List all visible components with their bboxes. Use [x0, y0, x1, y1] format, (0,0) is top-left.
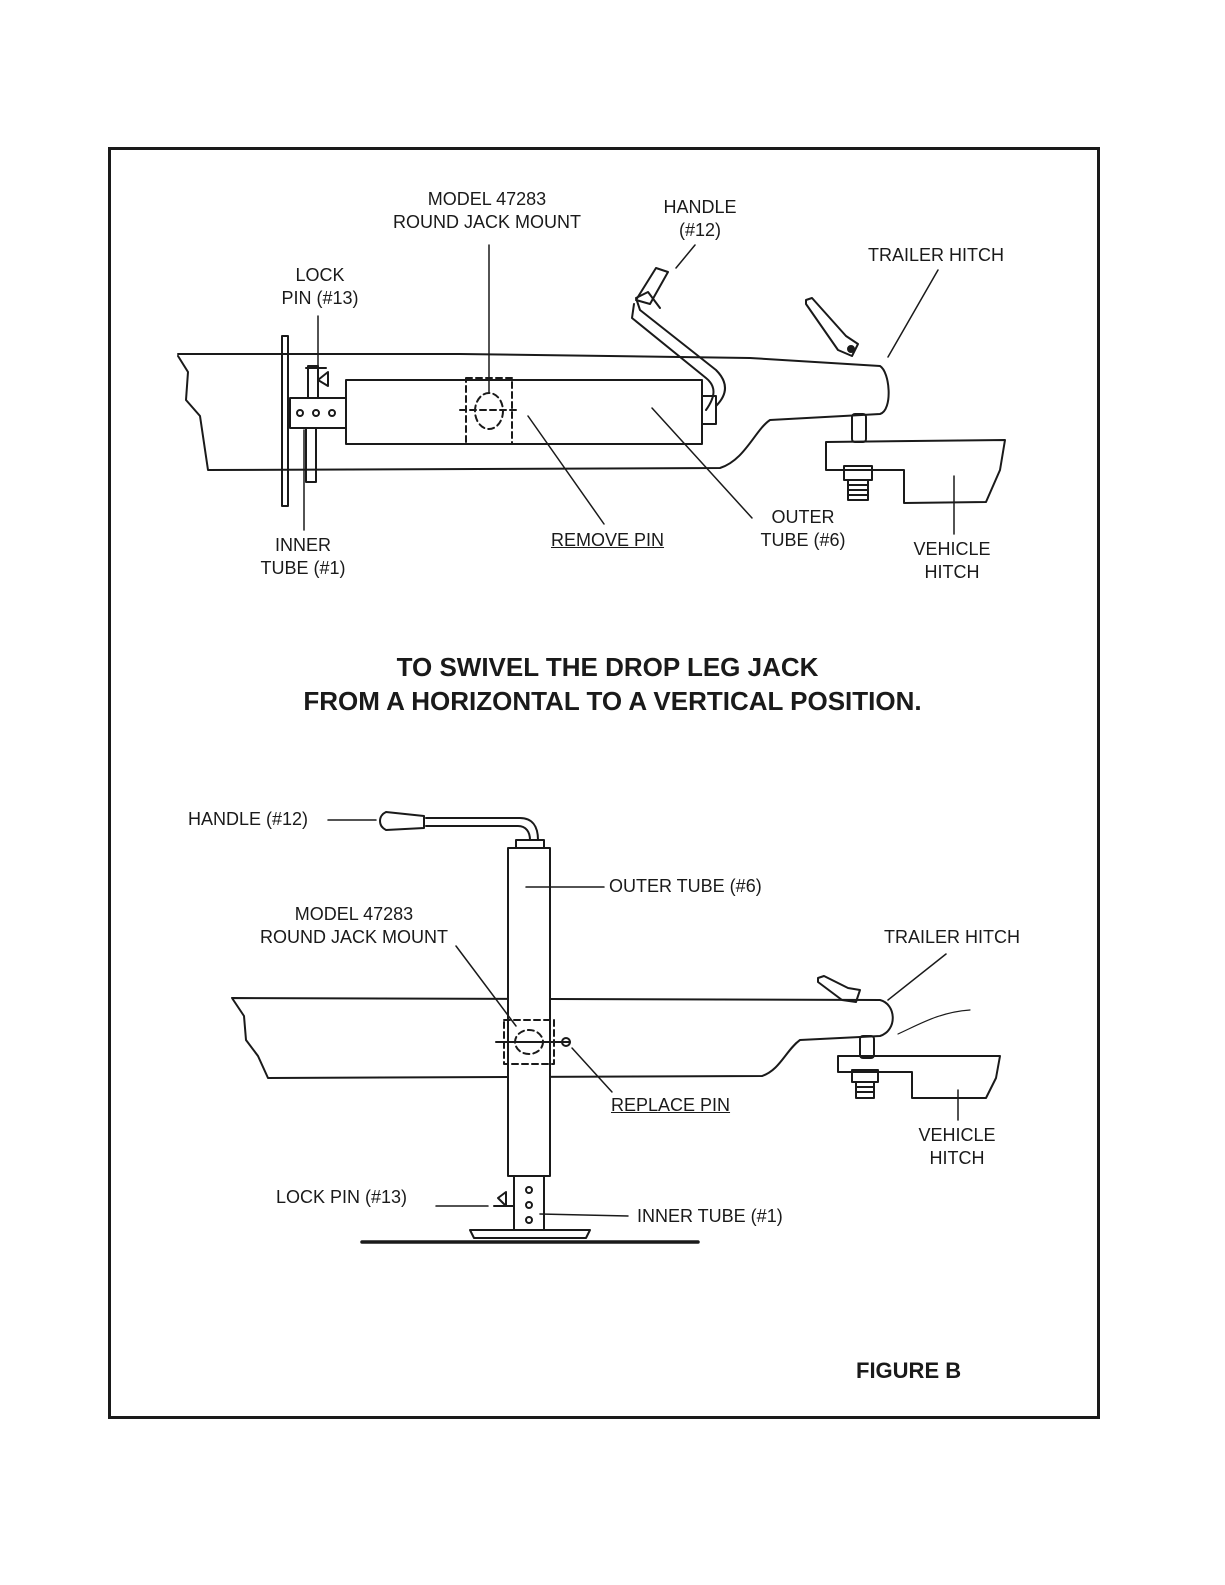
instruction-title-line2: FROM A HORIZONTAL TO A VERTICAL POSITION… — [303, 686, 922, 716]
top-lock-pin — [305, 365, 329, 399]
bottom-vehicle-line1: VEHICLE — [918, 1125, 996, 1145]
bottom-model-label: MODEL 47283 ROUND JACK MOUNT — [260, 903, 448, 949]
top-vehicle-line1: VEHICLE — [913, 539, 991, 559]
bottom-inner-tube — [513, 1175, 545, 1231]
bottom-lock-pin-label: LOCK PIN (#13) — [276, 1187, 408, 1207]
top-leader-lines — [303, 244, 955, 535]
bottom-leader-lines — [327, 819, 959, 1217]
bottom-handle — [379, 811, 539, 841]
top-outer-line1: OUTER — [771, 507, 835, 527]
top-model-label: MODEL 47283 ROUND JACK MOUNT — [393, 188, 581, 234]
top-model-line2: ROUND JACK MOUNT — [393, 212, 581, 232]
bottom-lock-pin — [493, 1191, 515, 1207]
top-inner-line1: INNER — [274, 535, 331, 555]
instruction-title-line1: TO SWIVEL THE DROP LEG JACK — [396, 652, 819, 682]
top-vehicle-hitch-label: VEHICLE HITCH — [913, 538, 990, 584]
top-model-line1: MODEL 47283 — [427, 189, 547, 209]
bottom-model-line2: ROUND JACK MOUNT — [260, 927, 448, 947]
bottom-outer-tube-label: OUTER TUBE (#6) — [609, 876, 762, 896]
top-inner-tube — [281, 335, 347, 507]
bottom-handle-label: HANDLE (#12) — [188, 809, 309, 829]
bottom-trailer-hitch — [817, 975, 875, 1059]
top-outer-tube — [345, 379, 717, 445]
top-remove-pin-label: REMOVE PIN — [551, 530, 665, 550]
top-outer-tube-label: OUTER TUBE (#6) — [760, 506, 845, 552]
top-trailer-hitch — [805, 297, 867, 443]
top-inner-line2: TUBE (#1) — [260, 558, 346, 578]
top-trailer-hitch-label: TRAILER HITCH — [868, 245, 1005, 265]
top-lock-pin-label: LOCK PIN (#13) — [281, 264, 358, 310]
top-trailer-tongue — [177, 353, 890, 471]
figure-frame — [108, 147, 1100, 1419]
top-handle — [631, 267, 726, 411]
top-lock-line1: LOCK — [295, 265, 345, 285]
top-handle-label: HANDLE (#12) — [663, 196, 736, 242]
bottom-replace-pin-label: REPLACE PIN — [611, 1095, 731, 1115]
top-vehicle-hitch — [825, 439, 1006, 504]
top-outer-line2: TUBE (#6) — [760, 530, 846, 550]
bottom-inner-tube-label: INNER TUBE (#1) — [637, 1206, 783, 1226]
bottom-model-line1: MODEL 47283 — [294, 904, 414, 924]
top-handle-line1: HANDLE — [663, 197, 737, 217]
bottom-vehicle-line2: HITCH — [929, 1148, 985, 1168]
bottom-outer-tube — [507, 839, 551, 1177]
top-lock-line2: PIN (#13) — [281, 288, 359, 308]
figure-label: FIGURE B — [856, 1358, 962, 1383]
bottom-vehicle-hitch-label: VEHICLE HITCH — [918, 1124, 995, 1170]
bottom-vehicle-hitch — [837, 1055, 1001, 1099]
bottom-mount-pin — [495, 1037, 571, 1047]
bottom-foot-plate — [360, 1229, 700, 1244]
top-inner-tube-label: INNER TUBE (#1) — [260, 534, 345, 580]
top-handle-line2: (#12) — [678, 220, 722, 240]
top-vehicle-line2: HITCH — [924, 562, 980, 582]
bottom-trailer-hitch-label: TRAILER HITCH — [884, 927, 1021, 947]
